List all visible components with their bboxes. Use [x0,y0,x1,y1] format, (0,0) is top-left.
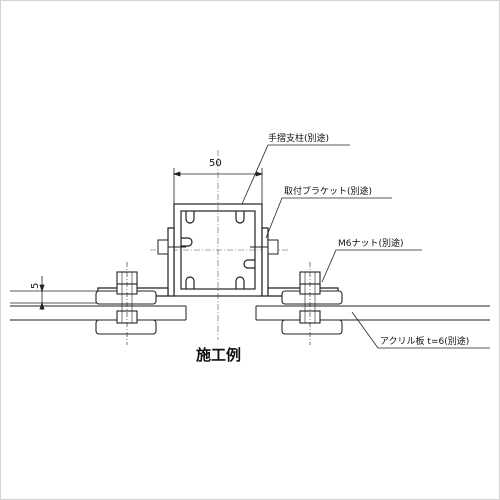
clamp-left [95,262,157,345]
label-bracket: 取付ブラケット(別途) [284,185,372,197]
acrylic-panel-right [255,305,490,321]
label-nut: M6ナット(別途) [338,237,404,249]
label-acrylic: アクリル板 t=6(別途) [380,335,469,347]
gap-dimension [10,276,100,310]
leader-lines [241,144,490,349]
clamp-right [281,262,343,345]
acrylic-panel-left [10,305,187,321]
width-dimension-label: 50 [209,158,222,169]
post-bolt-right [250,239,279,255]
gap-dimension-label: 5 [30,283,41,289]
label-handrail-post: 手摺支柱(別途) [268,132,329,144]
drawing-caption: 施工例 [196,346,241,364]
post-bolt-left [157,239,186,255]
